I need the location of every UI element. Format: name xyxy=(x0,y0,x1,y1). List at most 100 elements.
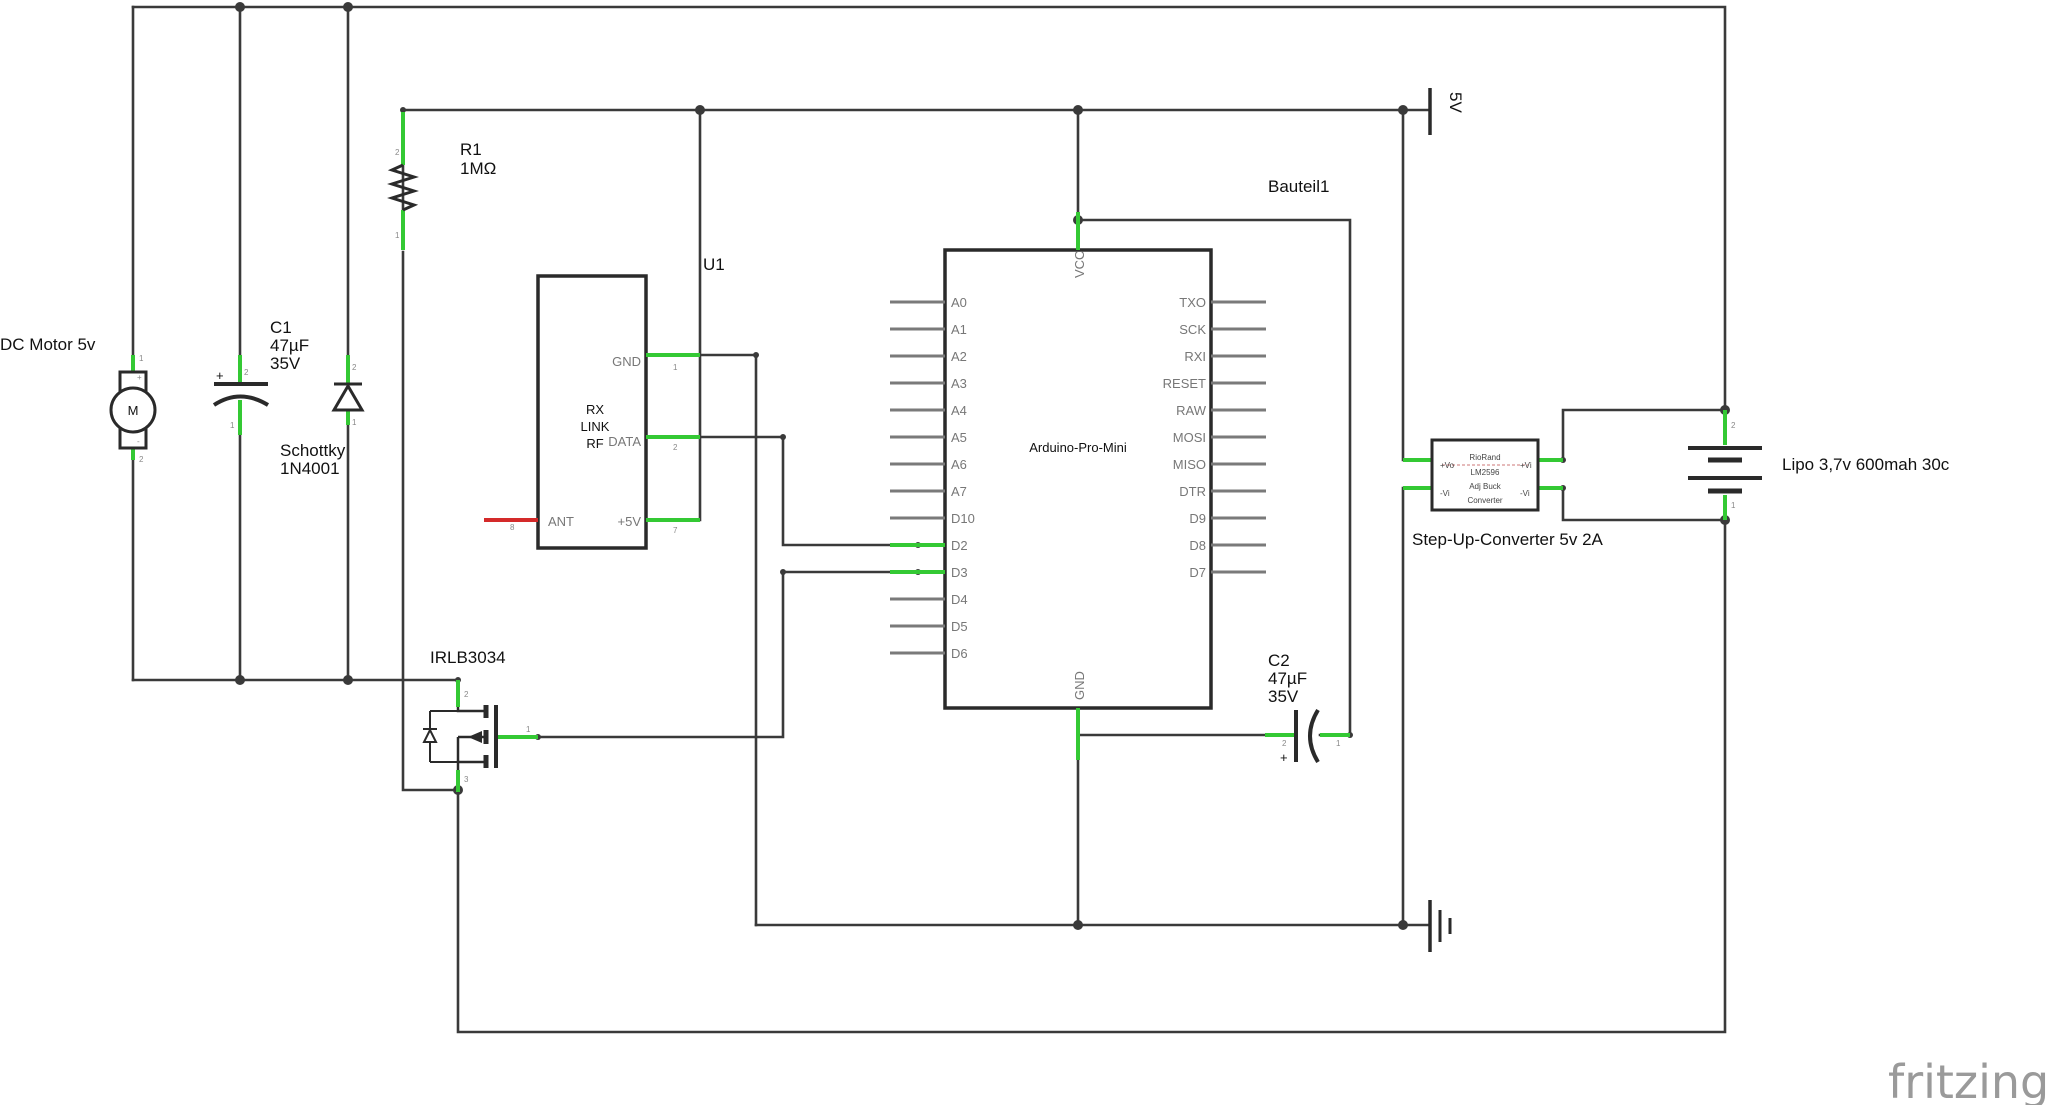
arduino-pin-d8: D8 xyxy=(1189,538,1206,553)
svg-text:3: 3 xyxy=(464,775,469,784)
c2-ref: C2 xyxy=(1268,651,1290,670)
c1-value: 47µF xyxy=(270,336,309,355)
conv-line3: Adj Buck xyxy=(1469,482,1502,491)
arduino-pin-d7: D7 xyxy=(1189,565,1206,580)
converter-caption: Step-Up-Converter 5v 2A xyxy=(1412,530,1604,549)
conv-pin-vo-plus: +Vo xyxy=(1440,461,1455,470)
arduino-pin-d2: D2 xyxy=(951,538,968,553)
arduino-pin-a0: A0 xyxy=(951,295,967,310)
svg-text:2: 2 xyxy=(673,443,678,452)
dc-motor: M + - 1 2 xyxy=(109,354,157,464)
rf-pin-ant: ANT xyxy=(548,514,574,529)
supply-5v-symbol: 5V xyxy=(1428,88,1465,135)
conv-line4: Converter xyxy=(1467,496,1502,505)
svg-text:1: 1 xyxy=(139,354,144,363)
arduino-pin-mosi: MOSI xyxy=(1173,430,1206,445)
wire-rf-data xyxy=(698,435,920,547)
rf-line1: RX xyxy=(586,402,604,417)
svg-text:8: 8 xyxy=(510,523,515,532)
arduino-pin-raw: RAW xyxy=(1176,403,1207,418)
conv-line2: LM2596 xyxy=(1471,468,1500,477)
arduino-pin-a5: A5 xyxy=(951,430,967,445)
arduino-pin-sck: SCK xyxy=(1179,322,1206,337)
u1-ref: U1 xyxy=(703,255,725,274)
capacitor-c1: + 2 1 xyxy=(212,355,270,435)
arduino-pin-d6: D6 xyxy=(951,646,968,661)
mosfet-label: IRLB3034 xyxy=(430,648,506,667)
r1-ref: R1 xyxy=(460,140,482,159)
svg-text:1: 1 xyxy=(1731,501,1736,510)
arduino-pin-d4: D4 xyxy=(951,592,968,607)
battery-label: Lipo 3,7v 600mah 30c xyxy=(1782,455,1950,474)
capacitor-c2: + 2 1 xyxy=(1265,708,1350,765)
fritzing-logo: fritzing xyxy=(1888,1055,2049,1105)
wire-r1-source xyxy=(401,250,460,792)
wire-5v-rail xyxy=(401,108,1405,224)
c2-value: 47µF xyxy=(1268,669,1307,688)
arduino-pin-d9: D9 xyxy=(1189,511,1206,526)
rf-receiver-module: GND DATA +5V ANT 1 2 7 8 RX LINK RF xyxy=(484,274,700,550)
arduino-pin-vcc: VCC xyxy=(1072,251,1087,278)
arduino-pin-txo: TXO xyxy=(1179,295,1206,310)
conv-line1: RioRand xyxy=(1469,453,1500,462)
wire-top-rail xyxy=(131,5,1727,412)
c2-plus-sign: + xyxy=(1280,750,1288,765)
svg-text:1: 1 xyxy=(526,725,531,734)
motor-label: DC Motor 5v xyxy=(0,335,96,354)
r1-value: 1MΩ xyxy=(460,159,496,178)
svg-text:1: 1 xyxy=(1336,739,1341,748)
ground-symbol xyxy=(1428,900,1452,952)
rf-line2: LINK xyxy=(581,419,610,434)
svg-text:+: + xyxy=(137,373,142,382)
arduino-pin-a3: A3 xyxy=(951,376,967,391)
svg-text:1: 1 xyxy=(230,421,235,430)
arduino-pin-miso: MISO xyxy=(1173,457,1206,472)
c2-voltage: 35V xyxy=(1268,687,1299,706)
wire-bat-plus-conv xyxy=(1561,408,1727,462)
conv-pin-vi-plus: +Vi xyxy=(1520,461,1532,470)
conv-pin-vi-minus: -Vi xyxy=(1520,489,1530,498)
motor-symbol: M xyxy=(128,403,139,418)
svg-text:1: 1 xyxy=(352,418,357,427)
rf-line3: RF xyxy=(586,436,603,451)
svg-text:2: 2 xyxy=(244,368,249,377)
rf-pin-5v: +5V xyxy=(618,514,642,529)
svg-text:2: 2 xyxy=(464,690,469,699)
arduino-pin-rxi: RXI xyxy=(1184,349,1206,364)
arduino-pin-a7: A7 xyxy=(951,484,967,499)
wire-drain xyxy=(131,678,460,694)
arduino-pin-a6: A6 xyxy=(951,457,967,472)
svg-text:2: 2 xyxy=(395,148,400,157)
svg-text:-: - xyxy=(137,437,140,446)
arduino-pin-gnd: GND xyxy=(1072,671,1087,700)
arduino-pin-a4: A4 xyxy=(951,403,967,418)
c1-plus-sign: + xyxy=(216,368,224,383)
step-up-converter: RioRand LM2596 Adj Buck Converter +Vo +V… xyxy=(1403,438,1563,512)
arduino-pro-mini: VCC GND Arduino-Pro-Mini A0A1A2A3A4A5A6A… xyxy=(890,212,1266,760)
wire-c2-vcc xyxy=(1076,218,1352,737)
svg-text:7: 7 xyxy=(673,526,678,535)
schottky-diode: 2 1 xyxy=(331,355,365,427)
svg-text:1: 1 xyxy=(395,231,400,240)
svg-text:2: 2 xyxy=(1282,739,1287,748)
conv-pin-vo-minus: -Vi xyxy=(1440,489,1450,498)
mosfet-irlb3034: 2 1 3 xyxy=(422,680,538,792)
svg-text:2: 2 xyxy=(139,455,144,464)
svg-text:2: 2 xyxy=(1731,421,1736,430)
arduino-pin-d10: D10 xyxy=(951,511,975,526)
bauteil-label: Bauteil1 xyxy=(1268,177,1329,196)
svg-text:1: 1 xyxy=(673,363,678,372)
arduino-pin-d3: D3 xyxy=(951,565,968,580)
lipo-battery: 2 1 xyxy=(1688,410,1762,520)
c1-ref: C1 xyxy=(270,318,292,337)
supply-label: 5V xyxy=(1446,92,1465,113)
arduino-pin-reset: RESET xyxy=(1163,376,1206,391)
arduino-label: Arduino-Pro-Mini xyxy=(1029,440,1127,455)
wire-d3-gate xyxy=(536,570,920,739)
wire-source-battery xyxy=(456,518,1727,1034)
rf-pin-data: DATA xyxy=(608,434,641,449)
wire-rf-gnd xyxy=(698,353,758,927)
